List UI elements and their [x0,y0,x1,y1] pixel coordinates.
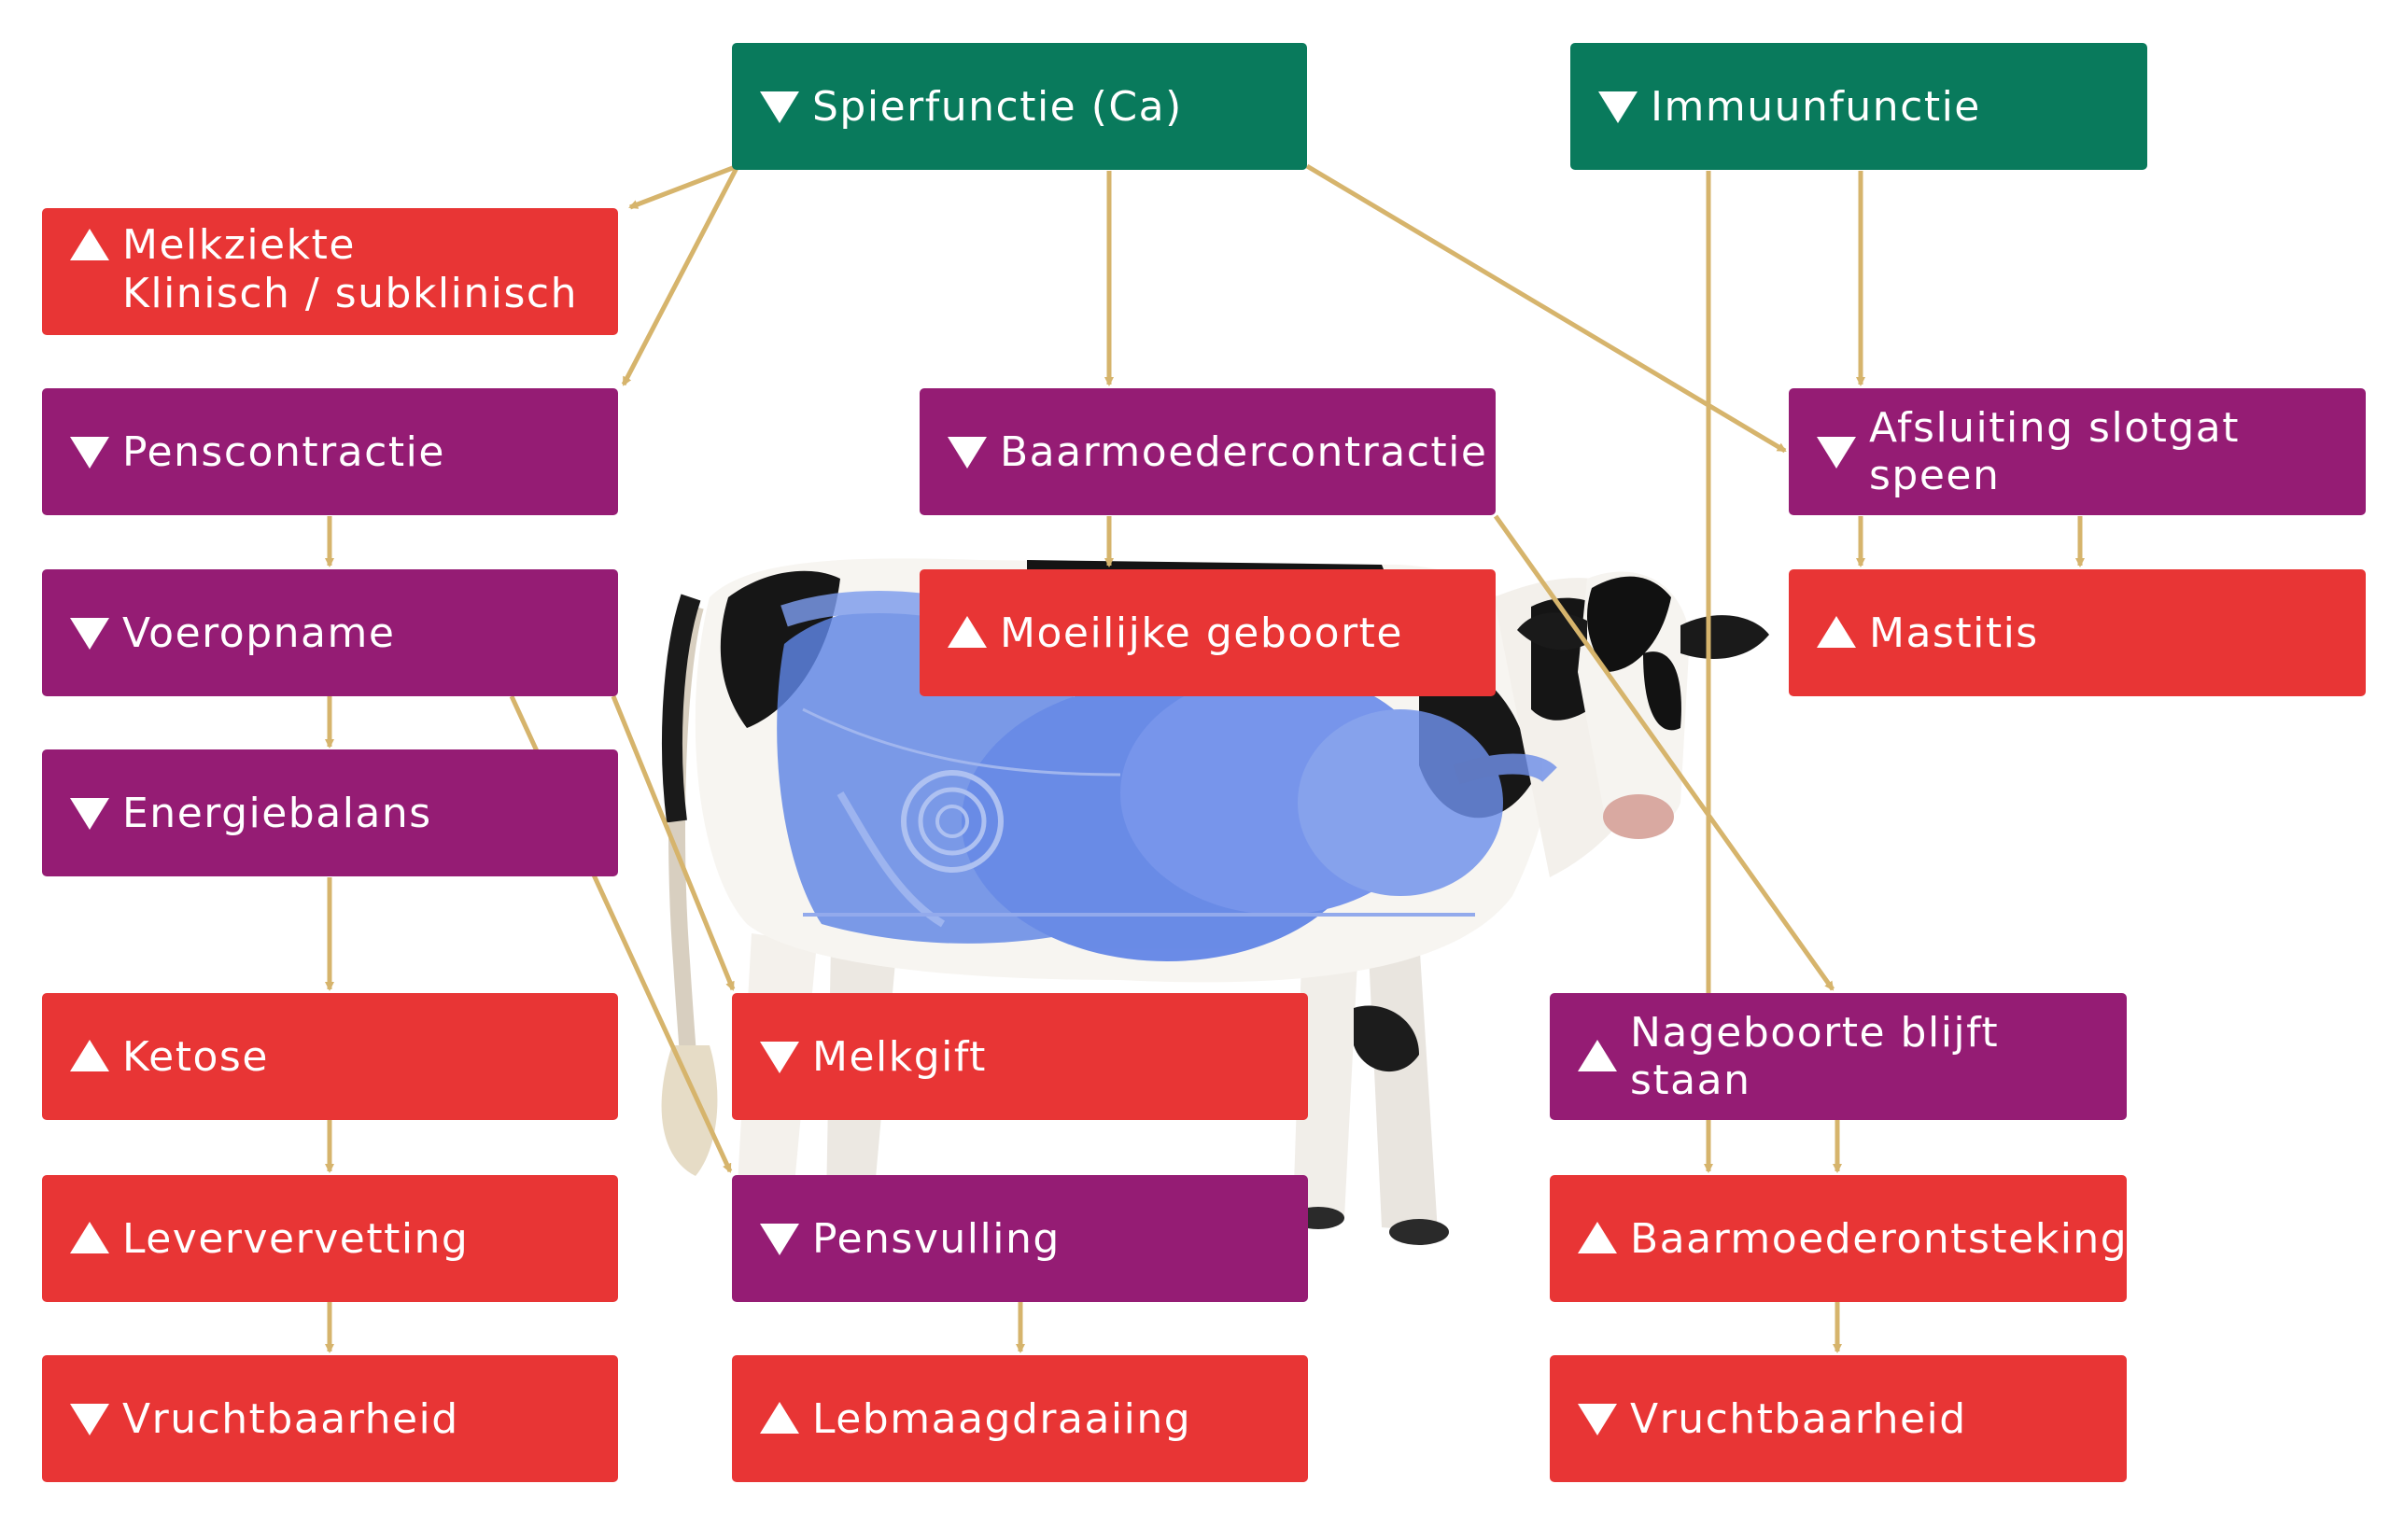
node-baarmoedercontractie: Baarmoedercontractie [920,388,1496,515]
node-leververvetting: Leververvetting [42,1175,618,1302]
triangle-down-icon [70,1404,109,1435]
node-nageboorte-blijft-staan: Nageboorte blijft staan [1550,993,2127,1120]
triangle-down-icon [1578,1404,1617,1435]
triangle-up-icon [1578,1040,1617,1071]
triangle-down-icon [760,91,799,123]
triangle-up-icon [948,616,987,648]
node-afsluiting-slotgat-speen: Afsluiting slotgat speen [1789,388,2366,515]
triangle-down-icon [70,437,109,469]
node-label: Vruchtbaarheid [1630,1394,1967,1443]
node-label: Mastitis [1869,609,2039,657]
triangle-down-icon [948,437,987,469]
triangle-down-icon [70,618,109,650]
node-label: Ketose [122,1032,269,1081]
node-melkgift: Melkgift [732,993,1308,1120]
node-moeilijke-geboorte: Moeilijke geboorte [920,569,1496,696]
node-label: Immuunfunctie [1651,82,1981,131]
node-immuunfunctie: Immuunfunctie [1570,43,2147,170]
arrow-spier-to-melkziekte [628,163,738,210]
node-energiebalans: Energiebalans [42,749,618,876]
node-label: Moeilijke geboorte [1000,609,1404,657]
node-voeropname: Voeropname [42,569,618,696]
node-label: Nageboorte blijft staan [1630,1009,2000,1104]
triangle-up-icon [70,1222,109,1253]
node-vruchtbaarheid-left: Vruchtbaarheid [42,1355,618,1482]
node-melkziekte: Melkziekte Klinisch / subklinisch [42,208,618,335]
node-mastitis: Mastitis [1789,569,2366,696]
triangle-down-icon [1598,91,1638,123]
node-penscontractie: Penscontractie [42,388,618,515]
triangle-up-icon [70,1040,109,1071]
arrow-voeropname-to-melkgift [611,695,736,991]
node-label: Melkziekte [122,221,356,269]
node-sublabel: Klinisch / subklinisch [122,270,578,317]
node-label: Pensvulling [812,1214,1061,1263]
triangle-up-icon [1817,616,1856,648]
node-pensvulling: Pensvulling [732,1175,1308,1302]
node-spierfunctie: Spierfunctie (Ca) [732,43,1307,170]
node-label: Lebmaagdraaiing [812,1394,1192,1443]
node-label: Spierfunctie (Ca) [812,82,1183,131]
node-ketose: Ketose [42,993,618,1120]
triangle-down-icon [760,1042,799,1073]
node-label: Voeropname [122,609,396,657]
node-vruchtbaarheid-right: Vruchtbaarheid [1550,1355,2127,1482]
node-label: Vruchtbaarheid [122,1394,459,1443]
arrow-spier-to-penscontractie [621,164,740,386]
triangle-up-icon [1578,1222,1617,1253]
triangle-down-icon [760,1224,799,1255]
arrow-baarmoedercontractie-to-nageboorte [1493,514,1835,991]
node-label: Leververvetting [122,1214,470,1263]
triangle-down-icon [1817,437,1856,469]
node-baarmoederontsteking: Baarmoederontsteking [1550,1175,2127,1302]
node-label: Baarmoederontsteking [1630,1214,2129,1263]
triangle-down-icon [70,798,109,830]
node-label: Penscontractie [122,427,445,476]
node-label: Energiebalans [122,789,432,837]
node-label: Baarmoedercontractie [1000,427,1488,476]
arrow-spier-to-afsluiting [1305,163,1787,454]
node-lebmaagdraaiing: Lebmaagdraaiing [732,1355,1308,1482]
triangle-up-icon [760,1402,799,1434]
node-label: Afsluiting slotgat speen [1869,404,2241,499]
triangle-up-icon [70,229,109,260]
node-label: Melkgift [812,1032,987,1081]
